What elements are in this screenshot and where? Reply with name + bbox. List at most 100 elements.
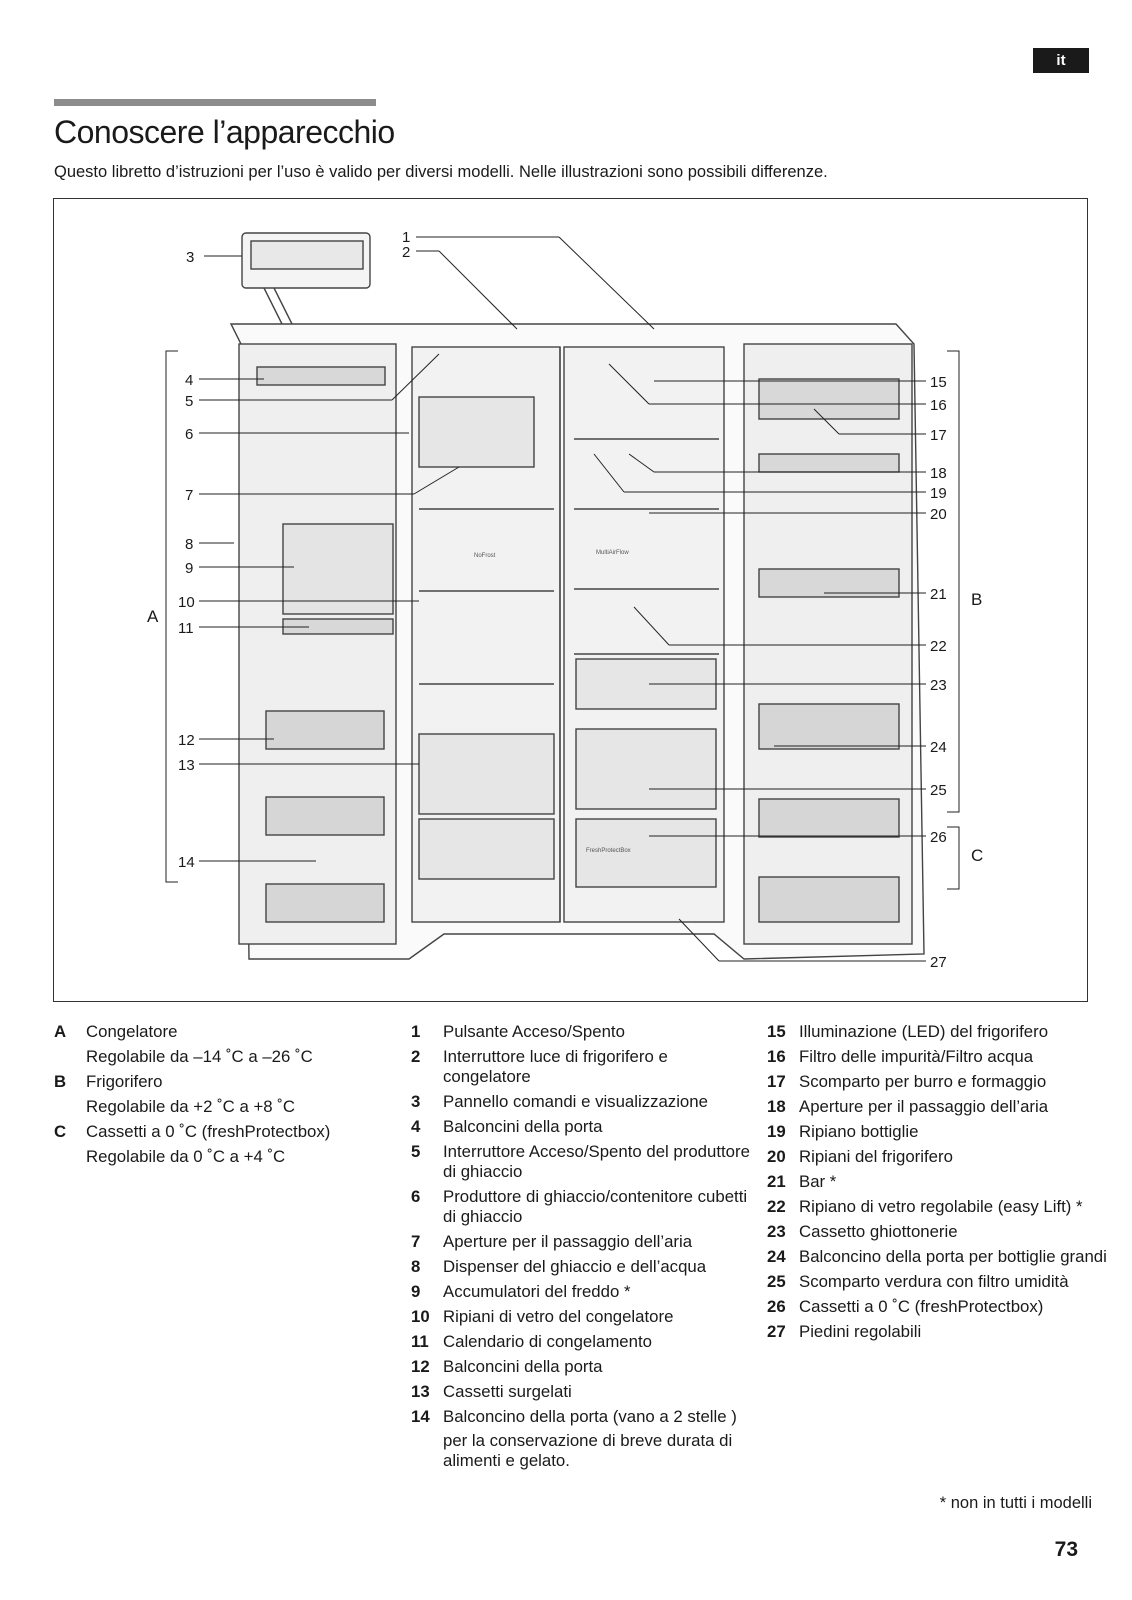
callout-27: 27 (930, 954, 947, 971)
part-text: Bar * (799, 1172, 837, 1191)
part-text-main: Balconcino della porta (vano a 2 stelle … (443, 1407, 737, 1426)
zone-label: Frigorifero (86, 1072, 163, 1091)
part-number: 11 (411, 1332, 429, 1351)
part-number: 17 (767, 1072, 786, 1091)
list-item: 3 Pannello comandi e visualizzazione (411, 1092, 751, 1112)
zone-b-marker: B (971, 590, 982, 609)
list-item: 27 Piedini regolabili (767, 1322, 1107, 1342)
part-text: Interruttore luce di frigorifero e conge… (443, 1047, 668, 1086)
part-number: 25 (767, 1272, 786, 1291)
part-text: Scomparto verdura con filtro umidità (799, 1272, 1069, 1291)
part-number: 16 (767, 1047, 786, 1066)
part-text: Cassetti surgelati (443, 1382, 572, 1401)
list-item: 22 Ripiano di vetro regolabile (easy Lift… (767, 1197, 1107, 1217)
part-number: 13 (411, 1382, 430, 1401)
part-number: 1 (411, 1022, 421, 1041)
part-number: 20 (767, 1147, 786, 1166)
part-number: 15 (767, 1022, 786, 1041)
part-number: 14 (411, 1407, 430, 1426)
callout-12: 12 (178, 732, 195, 749)
part-text: Aperture per il passaggio dell’aria (799, 1097, 1049, 1116)
zone-c: C Cassetti a 0 ˚C (freshProtectbox) (54, 1122, 374, 1142)
part-text: Piedini regolabili (799, 1322, 922, 1341)
part-number: 2 (411, 1047, 421, 1066)
callout-14: 14 (178, 854, 195, 871)
callout-9: 9 (185, 560, 193, 577)
zone-b-detail: Regolabile da +2 ˚C a +8 ˚C (54, 1097, 374, 1117)
list-item: 25 Scomparto verdura con filtro umidità (767, 1272, 1107, 1292)
page-title: Conoscere l’apparecchio (54, 114, 395, 150)
appliance-diagram: 1 2 3 4 5 6 7 8 9 10 11 12 13 14 15 16 1… (147, 229, 983, 971)
callout-7: 7 (185, 487, 193, 504)
callout-6: 6 (185, 426, 193, 443)
callout-26: 26 (930, 829, 947, 846)
list-item: 17 Scomparto per burro e formaggio (767, 1072, 1107, 1092)
part-number: 3 (411, 1092, 421, 1111)
part-number: 27 (767, 1322, 786, 1341)
part-number: 21 (767, 1172, 786, 1191)
callout-22: 22 (930, 638, 947, 655)
part-number: 18 (767, 1097, 786, 1116)
part-number: 9 (411, 1282, 421, 1301)
page-number: 73 (1054, 1538, 1078, 1561)
callout-15: 15 (930, 374, 947, 391)
zone-key: A (54, 1022, 67, 1041)
part-number: 22 (767, 1197, 786, 1216)
callout-20: 20 (930, 506, 947, 523)
part-text: Cassetti a 0 ˚C (freshProtectbox) (799, 1297, 1044, 1316)
part-text: Ripiano di vetro regolabile (easy Lift) … (799, 1197, 1083, 1216)
language-tab: it (1033, 48, 1089, 73)
part-text: Pannello comandi e visualizzazione (443, 1092, 708, 1111)
part-text: Balconcini della porta (443, 1357, 603, 1376)
callout-10: 10 (178, 594, 195, 611)
part-number: 4 (411, 1117, 421, 1136)
appliance-figure: 1 2 3 4 5 6 7 8 9 10 11 12 13 14 15 16 1… (53, 198, 1088, 1002)
freshprotectbox-label: FreshProtectBox (586, 848, 631, 854)
part-number: 24 (767, 1247, 786, 1266)
zone-a-marker: A (147, 607, 159, 626)
part-text: Balconcino della porta per bottiglie gra… (799, 1247, 1107, 1266)
callout-5: 5 (185, 393, 193, 410)
list-item: 9 Accumulatori del freddo * (411, 1282, 751, 1302)
callout-1: 1 (402, 229, 410, 246)
callout-17: 17 (930, 427, 947, 444)
part-number: 7 (411, 1232, 421, 1251)
callout-25: 25 (930, 782, 947, 799)
callout-13: 13 (178, 757, 195, 774)
part-text: Balconcino della porta (vano a 2 stelle … (443, 1407, 751, 1471)
part-text: Produttore di ghiaccio/contenitore cubet… (443, 1187, 748, 1226)
zone-key: B (54, 1072, 67, 1091)
zone-detail: Regolabile da 0 ˚C a +4 ˚C (86, 1147, 286, 1166)
part-number: 23 (767, 1222, 786, 1241)
nofrost-label: NoFrost (474, 553, 496, 559)
part-number: 8 (411, 1257, 421, 1276)
part-text: Interruttore Acceso/Spento del produttor… (443, 1142, 750, 1181)
part-text: Scomparto per burro e formaggio (799, 1072, 1047, 1091)
title-rule (54, 99, 376, 106)
list-item: 2 Interruttore luce di frigorifero e cong… (411, 1047, 751, 1087)
part-number: 10 (411, 1307, 430, 1326)
list-item: 18 Aperture per il passaggio dell’aria (767, 1097, 1107, 1117)
list-item: 14 Balconcino della porta (vano a 2 stell… (411, 1407, 751, 1471)
callout-11: 11 (178, 620, 194, 637)
callout-23: 23 (930, 677, 947, 694)
zone-b: B Frigorifero (54, 1072, 374, 1092)
list-item: 24 Balconcino della porta per bottiglie g… (767, 1247, 1107, 1267)
callout-8: 8 (185, 536, 193, 553)
part-text: Ripiani di vetro del congelatore (443, 1307, 674, 1326)
zone-a: A Congelatore (54, 1022, 374, 1042)
part-text: Accumulatori del freddo * (443, 1282, 631, 1301)
